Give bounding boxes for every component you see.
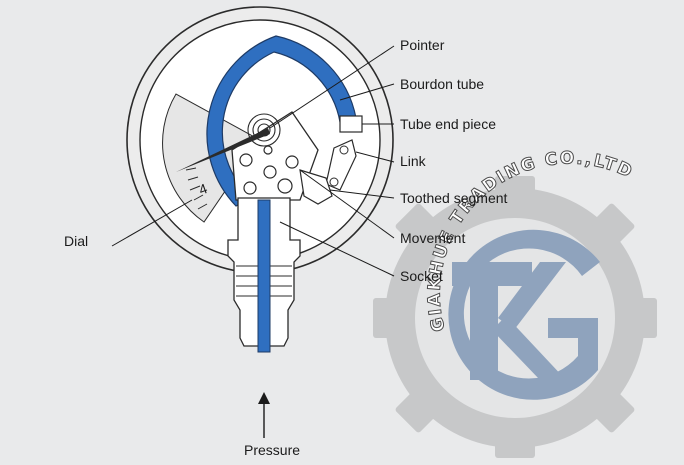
pressure-channel	[257, 199, 271, 353]
label-bourdon-tube: Bourdon tube	[400, 76, 484, 92]
dial-ticks	[185, 167, 208, 210]
label-socket: Socket	[400, 268, 443, 284]
tube-end-piece	[339, 115, 363, 133]
watermark-monogram	[448, 229, 600, 400]
movement-screws	[239, 145, 299, 195]
link-leader	[355, 151, 395, 163]
label-pressure: Pressure	[244, 442, 300, 458]
label-dial: Dial	[64, 233, 88, 249]
dial-leader	[111, 199, 193, 247]
label-tube-end-piece: Tube end piece	[400, 116, 496, 132]
label-pointer: Pointer	[400, 37, 445, 53]
pointer-leader	[269, 45, 395, 129]
pressure-arrow	[258, 392, 270, 438]
leader-lines	[111, 45, 395, 277]
bourdon-tube-leader	[339, 83, 395, 101]
pointer	[176, 128, 270, 172]
movement-leader	[299, 169, 395, 239]
bourdon-tube	[206, 35, 357, 207]
toothed-segment-leader	[329, 189, 395, 199]
toothed-segment	[299, 169, 333, 205]
label-toothed-segment: Toothed segment	[400, 190, 508, 206]
watermark-logo: GIAKHUE TRADING CO.,LTD	[373, 148, 657, 458]
link-pin-bottom	[329, 177, 339, 187]
link	[325, 139, 357, 191]
socket-leader	[279, 221, 395, 277]
label-movement: Movement	[400, 230, 465, 246]
link-pin-top	[339, 145, 349, 155]
label-link: Link	[400, 153, 427, 169]
gauge: 4	[126, 6, 394, 353]
